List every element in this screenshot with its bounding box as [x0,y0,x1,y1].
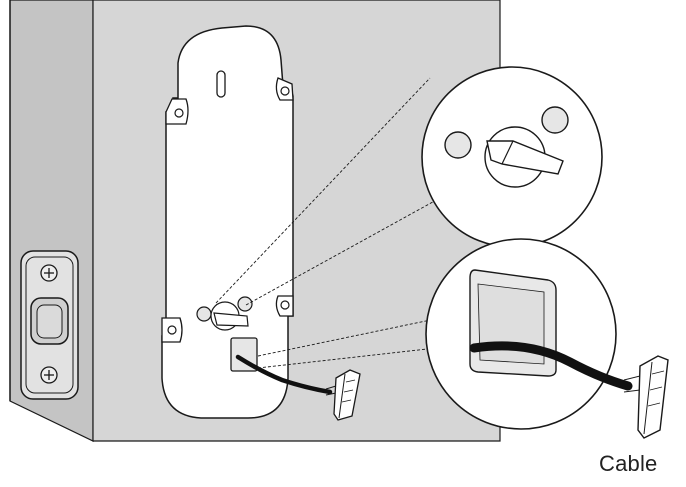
cable-connector [637,355,669,439]
plate-tab [275,77,294,101]
plate-slot [216,70,226,98]
cable-label: Cable [599,451,658,476]
latch-hole [196,296,253,331]
cable-connector [333,369,361,421]
cable [235,354,361,421]
plate-tab [165,98,189,125]
plate-tab [161,317,183,343]
plate-tab [275,295,294,317]
mounting-plate [161,25,294,419]
leader-lines [215,77,441,369]
screw-icon [40,264,58,282]
latch-faceplate [20,250,79,400]
magnifier-circle-icon [425,238,669,439]
screw-icon [40,366,58,384]
magnifier-circle-icon [421,66,603,248]
